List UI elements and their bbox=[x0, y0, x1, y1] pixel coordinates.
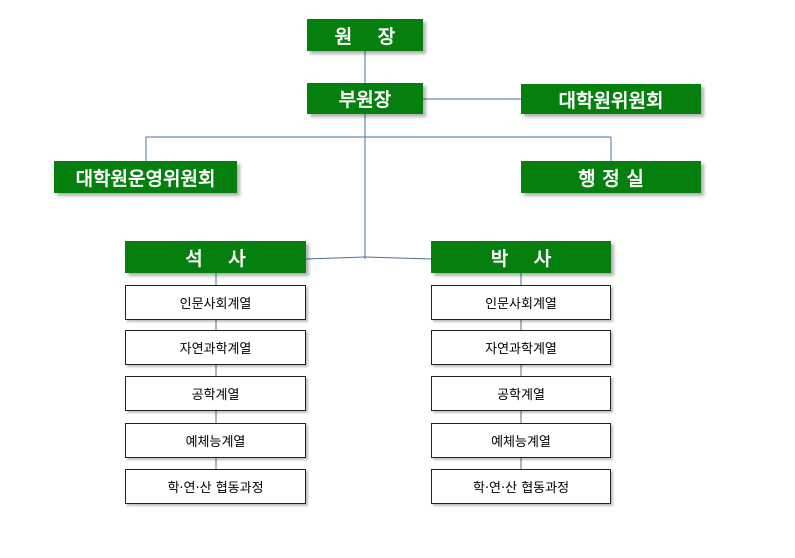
masters-item-label: 인문사회계열 bbox=[179, 297, 252, 312]
doctoral-box: 박 사 bbox=[431, 241, 611, 273]
doctoral-item-label: 인문사회계열 bbox=[485, 297, 557, 312]
masters-item: 인문사회계열 bbox=[125, 285, 306, 320]
doctoral-item: 인문사회계열 bbox=[431, 285, 611, 320]
operations-committee-label: 대학원운영위원회 bbox=[75, 167, 216, 190]
connector-to-masters bbox=[305, 256, 366, 260]
masters-item: 학·연·산 협동과정 bbox=[125, 469, 306, 504]
masters-label: 석 사 bbox=[185, 247, 256, 270]
doctoral-label: 박 사 bbox=[490, 247, 561, 270]
graduate-committee-box: 대학원위원회 bbox=[521, 84, 701, 114]
masters-item-label: 자연과학계열 bbox=[179, 342, 252, 357]
vice-director-label: 부원장 bbox=[338, 89, 392, 111]
operations-committee-box: 대학원운영위원회 bbox=[54, 161, 237, 193]
doctoral-item-label: 자연과학계열 bbox=[485, 342, 557, 357]
masters-item-label: 공학계열 bbox=[191, 388, 240, 403]
admin-office-label: 행 정 실 bbox=[578, 167, 644, 190]
masters-box: 석 사 bbox=[125, 241, 306, 273]
connector-to-doctoral bbox=[364, 256, 432, 260]
masters-item: 자연과학계열 bbox=[125, 330, 306, 365]
doctoral-item-label: 공학계열 bbox=[497, 388, 545, 403]
admin-office-box: 행 정 실 bbox=[521, 161, 701, 193]
masters-item-label: 학·연·산 협동과정 bbox=[167, 481, 264, 496]
masters-item: 예체능계열 bbox=[125, 423, 306, 458]
director-box: 원 장 bbox=[307, 19, 423, 51]
doctoral-item: 자연과학계열 bbox=[431, 330, 611, 365]
doctoral-item-label: 예체능계열 bbox=[491, 435, 551, 450]
vice-director-box: 부원장 bbox=[307, 83, 423, 114]
graduate-committee-label: 대학원위원회 bbox=[558, 89, 664, 112]
doctoral-item: 예체능계열 bbox=[431, 423, 611, 458]
doctoral-item: 공학계열 bbox=[431, 376, 611, 411]
doctoral-item-label: 학·연·산 협동과정 bbox=[472, 481, 570, 496]
masters-item: 공학계열 bbox=[125, 376, 306, 411]
masters-item-label: 예체능계열 bbox=[185, 435, 246, 450]
doctoral-item: 학·연·산 협동과정 bbox=[431, 469, 611, 504]
director-label: 원 장 bbox=[334, 25, 405, 48]
